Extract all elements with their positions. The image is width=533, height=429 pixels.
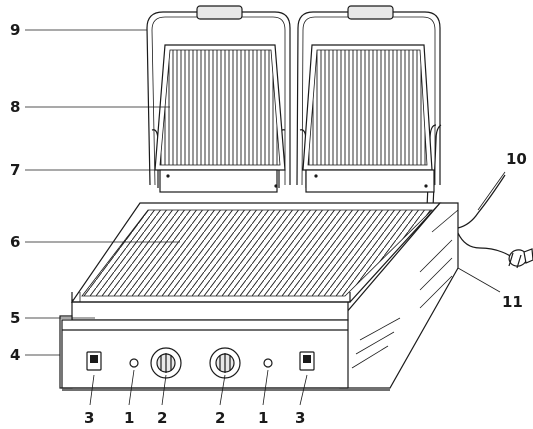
upper-lid-right (296, 5, 442, 231)
callout-3-right: 3 (295, 409, 305, 427)
power-plug-icon (508, 248, 533, 269)
callout-9: 9 (10, 21, 20, 39)
indicator-lamp-icon (129, 358, 139, 368)
callout-1-left: 1 (124, 409, 134, 427)
callout-5: 5 (10, 309, 20, 327)
callout-4: 4 (10, 346, 20, 364)
callout-8: 8 (10, 98, 20, 116)
handle-grip-right[interactable] (347, 5, 394, 20)
handle-grip-left[interactable] (196, 5, 243, 20)
indicator-lamp-icon (263, 358, 273, 368)
thermostat-knob-left[interactable] (150, 347, 182, 379)
upper-lid-left (146, 5, 291, 193)
grill-base (59, 202, 459, 391)
leader-lines (25, 29, 506, 406)
callout-7: 7 (10, 161, 20, 179)
power-switch-right[interactable] (299, 351, 315, 371)
power-cord (457, 174, 533, 269)
callout-1-right: 1 (258, 409, 268, 427)
callout-10: 10 (506, 150, 527, 168)
callout-6: 6 (10, 233, 20, 251)
callout-2-right: 2 (215, 409, 225, 427)
callout-2-left: 2 (157, 409, 167, 427)
power-switch-left[interactable] (86, 351, 102, 371)
thermostat-knob-right[interactable] (209, 347, 241, 379)
callout-3-left: 3 (84, 409, 94, 427)
callout-11: 11 (502, 293, 523, 311)
